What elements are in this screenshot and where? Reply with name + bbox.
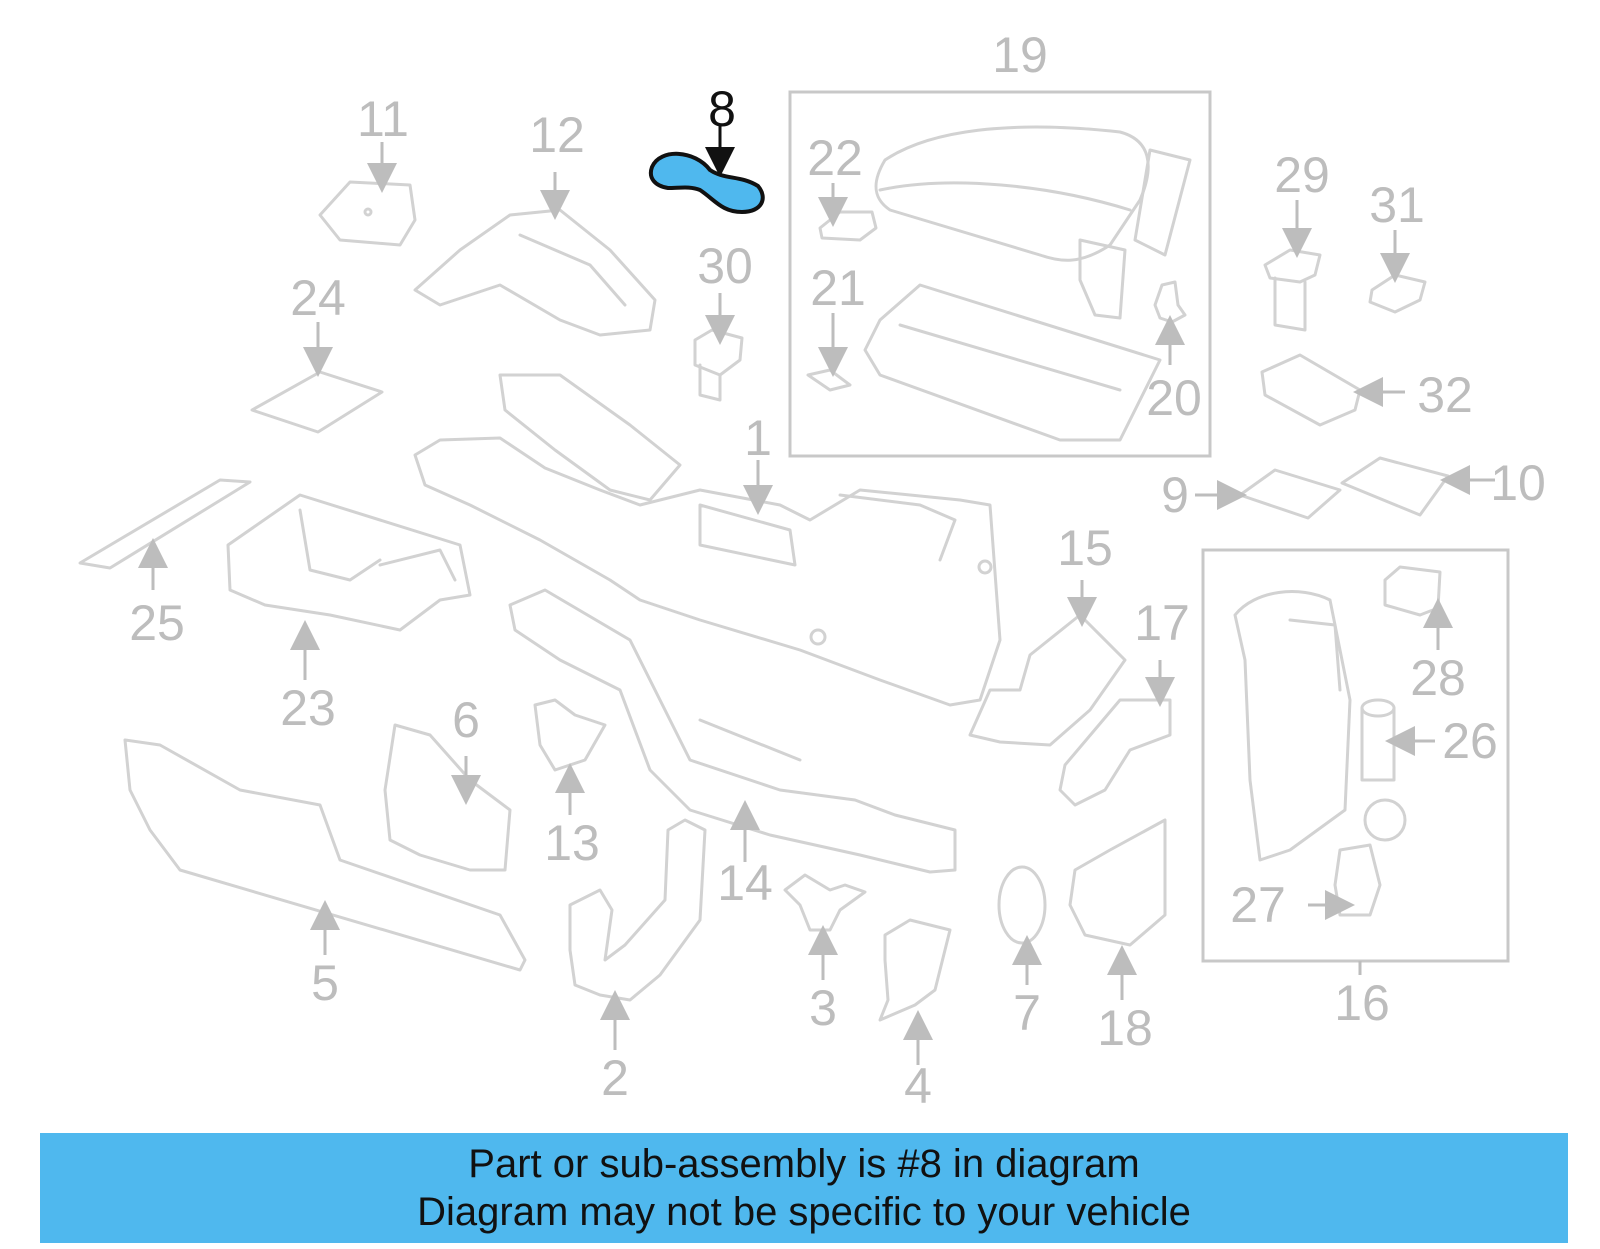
part-32[interactable]: [1260, 353, 1362, 427]
callout-7: 7: [1013, 985, 1041, 1041]
callout-14: 14: [717, 855, 773, 911]
part-22[interactable]: [818, 210, 878, 242]
callout-12: 12: [529, 107, 585, 163]
banner-line-1: Part or sub-assembly is #8 in diagram: [468, 1142, 1140, 1186]
part-25[interactable]: [78, 478, 252, 570]
callout-8: 8: [708, 81, 736, 137]
part-3-bracket[interactable]: [783, 873, 867, 932]
part-19-armrest[interactable]: [874, 125, 1192, 320]
callout-18: 18: [1097, 1000, 1153, 1056]
part-23-tray[interactable]: [226, 493, 472, 632]
part-16-bezel[interactable]: [1233, 590, 1352, 862]
callout-labels: 8 11 12 19 22 21 20 30 24 29 31 32 1 9 1…: [129, 27, 1546, 1114]
part-12[interactable]: [413, 208, 657, 337]
part-7[interactable]: [997, 865, 1047, 945]
callout-9: 9: [1161, 467, 1189, 523]
callout-21: 21: [810, 260, 866, 316]
callout-26: 26: [1442, 713, 1498, 769]
part-13-clip[interactable]: [533, 698, 607, 772]
part-14-duct[interactable]: [508, 588, 957, 874]
callout-23: 23: [280, 680, 336, 736]
callout-10: 10: [1490, 455, 1546, 511]
callout-6: 6: [452, 692, 480, 748]
info-banner: Part or sub-assembly is #8 in diagram Di…: [40, 1133, 1568, 1243]
part-9[interactable]: [1238, 468, 1342, 520]
callout-16: 16: [1334, 975, 1390, 1031]
part-1-console[interactable]: [413, 373, 1002, 707]
callout-3: 3: [809, 980, 837, 1036]
part-5-panel[interactable]: [123, 738, 527, 972]
callout-5: 5: [311, 955, 339, 1011]
callout-19: 19: [992, 27, 1048, 83]
part-15[interactable]: [968, 613, 1127, 747]
callout-20: 20: [1146, 370, 1202, 426]
leader-lines: [138, 125, 1495, 1065]
callout-22: 22: [807, 130, 863, 186]
part-8-cup-holder-mat[interactable]: [648, 151, 765, 215]
callout-24: 24: [290, 270, 346, 326]
callout-32: 32: [1417, 367, 1473, 423]
callout-15: 15: [1057, 520, 1113, 576]
callout-1: 1: [744, 410, 772, 466]
banner-line-2: Diagram may not be specific to your vehi…: [417, 1190, 1191, 1234]
part-30[interactable]: [693, 328, 744, 402]
callout-25: 25: [129, 595, 185, 651]
part-20-fastener[interactable]: [1153, 280, 1187, 324]
callout-13: 13: [544, 815, 600, 871]
part-27[interactable]: [1333, 798, 1407, 917]
part-28[interactable]: [1383, 565, 1442, 617]
part-18[interactable]: [1068, 818, 1167, 947]
part-31[interactable]: [1368, 273, 1427, 314]
callout-31: 31: [1369, 177, 1425, 233]
part-2-duct[interactable]: [568, 818, 707, 1002]
part-29[interactable]: [1263, 248, 1322, 332]
part-24[interactable]: [250, 370, 384, 434]
callout-27: 27: [1230, 877, 1286, 933]
callout-17: 17: [1134, 595, 1190, 651]
assembly-box-19: [788, 90, 1212, 458]
assembly-box-16: [1201, 548, 1510, 963]
callout-2: 2: [601, 1050, 629, 1106]
callout-11: 11: [357, 91, 409, 147]
callout-30: 30: [697, 238, 753, 294]
part-17[interactable]: [1058, 698, 1172, 807]
part-26[interactable]: [1360, 698, 1396, 782]
part-11[interactable]: [318, 180, 417, 247]
part-10[interactable]: [1340, 456, 1450, 517]
part-6[interactable]: [383, 723, 512, 872]
callout-29: 29: [1274, 147, 1330, 203]
part-4[interactable]: [878, 918, 952, 1022]
callout-28: 28: [1410, 650, 1466, 706]
callout-4: 4: [904, 1058, 932, 1114]
